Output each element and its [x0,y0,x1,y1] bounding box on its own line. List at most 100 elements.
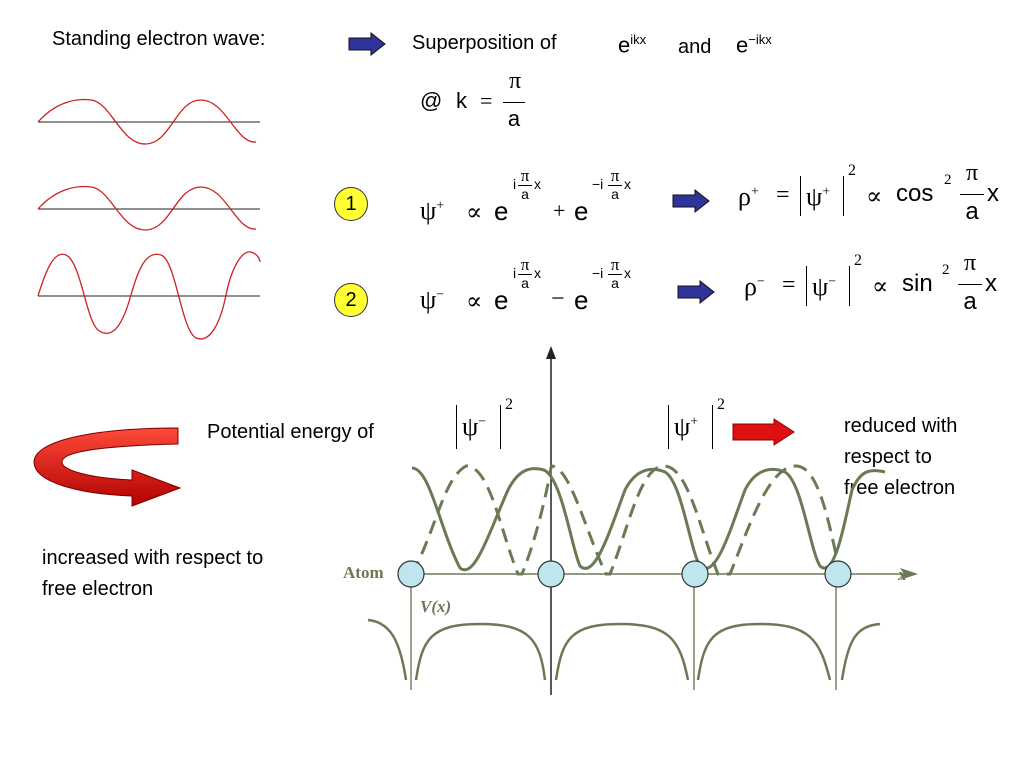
exp-prefix-2b: −i [592,265,604,281]
and-label: and [678,36,712,58]
reduced-line-1: reduced with [844,415,958,437]
cos-pi: π [965,160,979,186]
abs-bar-left-2 [806,266,807,306]
equals-sign: = [480,88,493,113]
abs-psi-minus: ψ− [812,272,837,301]
potential-symbol: V(x) [420,597,451,616]
proportional-symbol-1: ∝ [466,200,483,226]
exp-x-1b: x [624,176,631,192]
exp-prefix-1b: −i [592,176,604,192]
proportional-symbol-1b: ∝ [866,184,883,210]
equals-sign-1: = [776,182,790,208]
psi-minus-label: ψ− [462,412,487,441]
sin-pi: π [963,250,977,276]
cos-function: cos [896,180,934,207]
potential-curve-segment [554,622,690,681]
exp-prefix-2a: i [513,265,517,281]
abs-bar-right-3 [500,405,501,449]
exp-a-2b: a [611,275,619,291]
exp-x-2b: x [624,265,631,281]
abs-bar-left-1 [800,176,801,216]
increased-line-2: free electron [42,578,154,600]
exp-pi-2a: π [520,255,530,274]
atom-circle [537,560,565,588]
exp-minus-ikx: e−ikx [736,32,772,58]
right-arrow-icon [348,32,386,56]
abs-bar-left-4 [668,405,669,449]
exp-x-2a: x [534,265,541,281]
sin-x: x [985,270,997,297]
free-electron-wave [37,98,260,145]
atom-label: Atom [343,563,384,582]
exp-base-2b: e [574,285,589,315]
x-axis-label: x [897,565,907,584]
psi-plus-label: ψ+ [674,412,699,441]
cos-power: 2 [944,172,952,188]
psi-minus-symbol: ψ− [420,285,445,314]
at-symbol: @ [420,88,443,113]
abs-bar-left-3 [456,405,457,449]
psi-plus-symbol: ψ+ [420,196,445,225]
curved-arrow-icon [33,427,182,507]
exp-ikx: eikx [618,32,647,58]
potential-energy-label: Potential energy of [207,421,374,443]
reduced-line-2: respect to [844,446,932,468]
exp-bar-1b [608,185,622,186]
exp-pi-1b: π [610,166,620,185]
exp-a-1b: a [611,186,619,202]
exp-bar-2b [608,274,622,275]
sin-fraction-bar [958,284,982,285]
atom-circle [824,560,852,588]
abs-power-2: 2 [854,252,862,269]
sin-a: a [963,288,977,315]
abs-bar-right-1 [843,176,844,216]
proportional-symbol-2b: ∝ [872,274,889,300]
k-denominator-a: a [507,106,521,131]
atom-circle [397,560,425,588]
standing-wave-title: Standing electron wave: [52,28,266,50]
rho-minus-symbol: ρ− [744,272,765,301]
increased-line-1: increased with respect to [42,547,264,569]
exp-base-1a: e [494,196,509,226]
potential-curve-segment [367,618,408,681]
exp-bar-1a [518,185,532,186]
minus-operator-2: − [551,286,565,312]
y-axis-arrowhead [546,346,556,359]
superposition-label: Superposition of [412,32,557,54]
exp-base-2a: e [494,285,509,315]
density-wave-sin [37,251,261,340]
equation-badge-2: 2 [334,283,368,317]
psi-plus-power: 2 [717,396,725,413]
density-wave-cos [37,185,260,231]
equation-badge-1: 1 [334,187,368,221]
reduced-note: reduced with respect to free electron [844,411,957,504]
sin-function: sin [902,270,933,297]
cos-a: a [965,198,979,225]
exp-x-1a: x [534,176,541,192]
psi-plus-density-curve [410,464,842,576]
exp-pi-2b: π [610,255,620,274]
exp-prefix-1a: i [513,176,517,192]
standing-waves-sketch [37,98,261,340]
potential-curve-segment [414,622,547,681]
exp-base-1b: e [574,196,589,226]
abs-power-1: 2 [848,162,856,179]
exp-a-1a: a [521,186,529,202]
equals-sign-2: = [782,272,796,298]
cos-x: x [987,180,999,207]
x-axis-arrowhead [900,568,918,580]
cos-fraction-bar [960,194,984,195]
abs-psi-plus: ψ+ [806,182,831,211]
rho-plus-symbol: ρ+ [738,182,759,211]
plus-operator-1: + [553,198,566,223]
abs-bar-right-4 [712,405,713,449]
exp-a-2a: a [521,275,529,291]
red-right-arrow-icon [732,418,795,446]
k-fraction-bar [503,102,525,103]
right-arrow-icon [672,189,710,213]
potential-curve-segment [696,622,832,681]
k-variable: k [456,88,467,113]
potential-plot: Atom V(x) x [343,346,918,695]
increased-note: increased with respect to free electron [42,543,263,605]
psi-minus-power: 2 [505,396,513,413]
